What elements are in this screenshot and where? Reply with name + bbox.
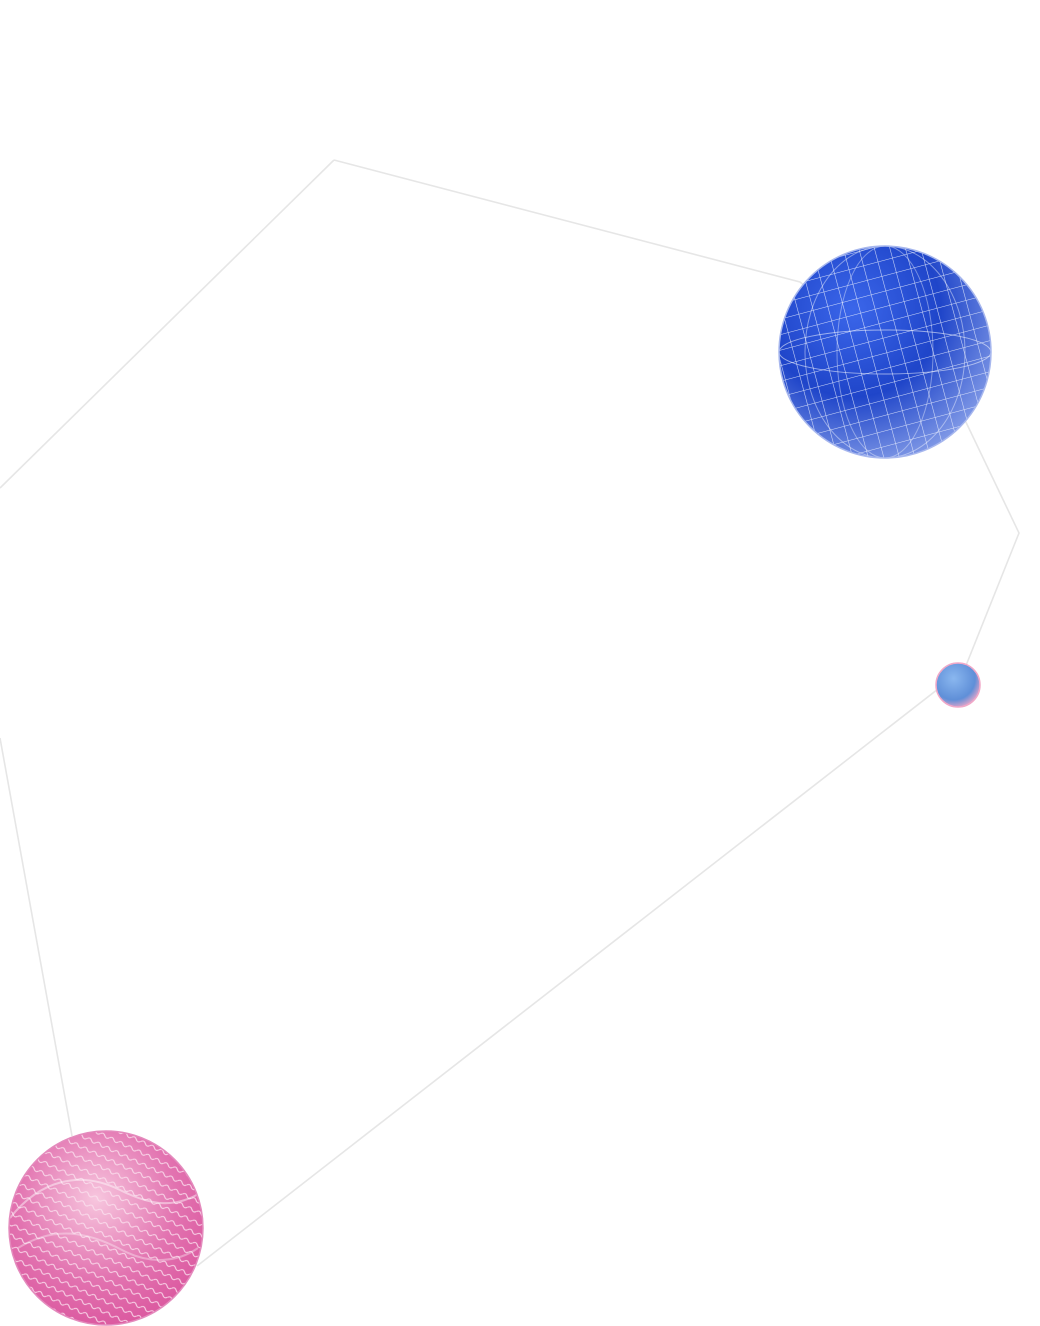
- network-outline-line: [196, 159, 1020, 1267]
- blue-grid-sphere-icon: [778, 245, 992, 459]
- pink-wave-sphere-icon: [8, 1130, 204, 1326]
- small-blue-sphere-icon: [935, 662, 981, 708]
- network-outline-left-lower-line: [0, 737, 73, 1137]
- network-outline-left-line: [0, 159, 335, 489]
